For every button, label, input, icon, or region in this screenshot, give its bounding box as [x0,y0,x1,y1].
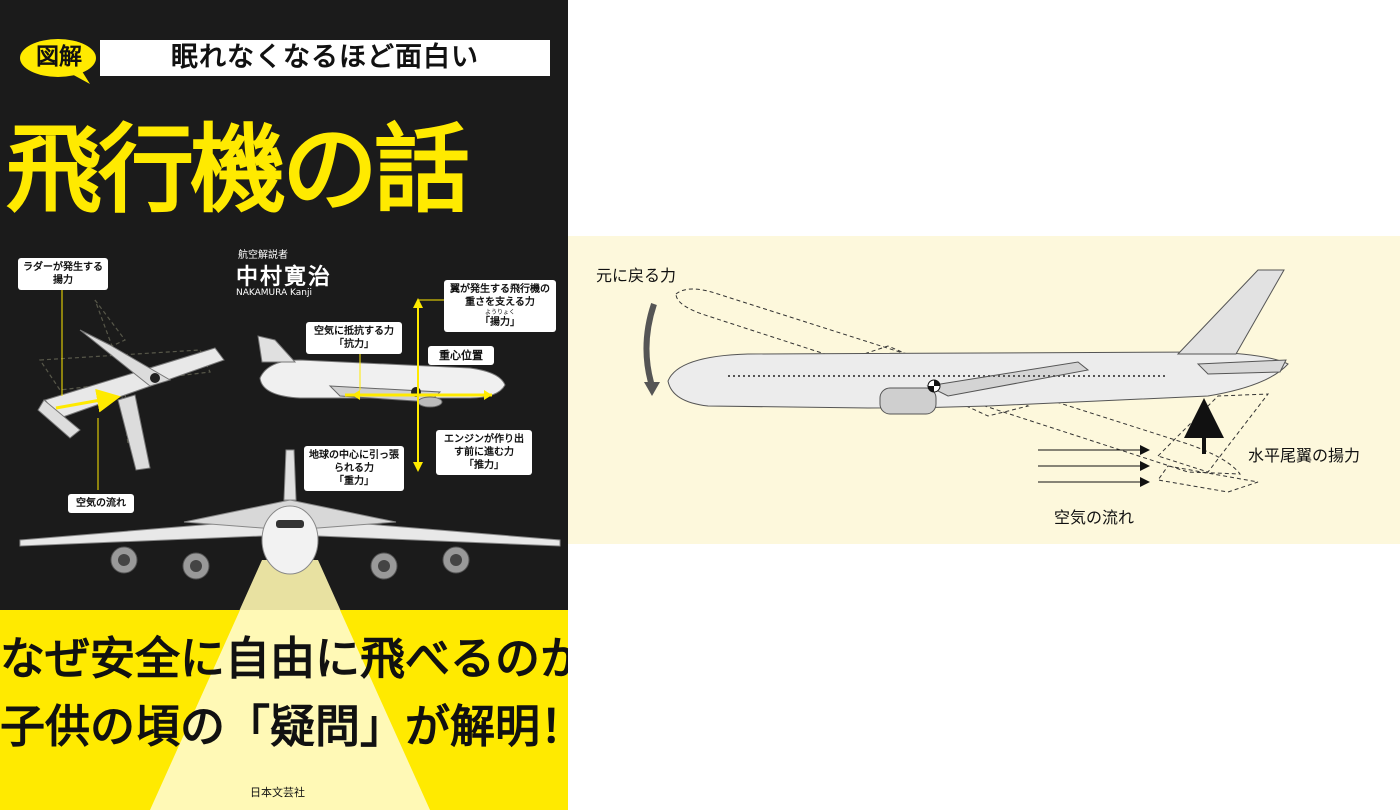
catchcopy-line-2: 子供の頃の「疑問」が解明！ [0,700,568,753]
stability-illustration [643,269,1289,493]
front-airplane-icon [19,449,561,580]
gravity-desc: 地球の中心に引っ張られる力 [309,450,399,474]
banking-airplane-icon [37,329,225,471]
author-role: 航空解説者 [238,250,288,261]
thrust-desc: エンジンが作り出す前に進む力 [444,434,524,458]
lift-ruby: ようりょく [484,309,515,316]
label-lift: 翼が発生する飛行機の重さを支える力 ようりょく 「揚力」 [444,280,556,332]
author-roman: NAKAMURA Kanji [236,288,313,298]
badge-text: 図解 [36,44,82,70]
author-name: 中村寛治 [236,265,333,290]
drag-term: 「抗力」 [334,339,374,350]
label-rudder-lift: ラダーが発生する揚力 [18,258,108,290]
drag-desc: 空気に抵抗する力 [314,326,394,337]
spotlight-beam-band [150,610,430,810]
label-restoring-force: 元に戻る力 [596,266,677,285]
lift-desc: 翼が発生する飛行機の重さを支える力 [450,284,550,308]
publisher: 日本文芸社 [250,786,305,799]
label-tail-lift: 水平尾翼の揚力 [1248,446,1361,465]
book-cover: 図解 眠れなくなるほど面白い 飛行機の話 航空解説者 中村寛治 NAKAMURA… [0,0,568,810]
zukai-badge-icon [20,39,96,84]
book-title: 飛行機の話 [6,114,470,226]
airplane-illustration [19,290,561,580]
label-gravity: 地球の中心に引っ張られる力 「重力」 [304,446,404,491]
label-drag: 空気に抵抗する力 「抗力」 [306,322,402,354]
label-air-flow: 空気の流れ [1054,508,1135,527]
gravity-term: 「重力」 [334,476,374,487]
label-air-flow: 空気の流れ [68,494,134,513]
lift-term: 「揚力」 [480,317,520,328]
subtitle-bar [100,40,550,76]
catchcopy-line-1: なぜ安全に自由に飛べるのか [0,632,568,685]
label-thrust: エンジンが作り出す前に進む力 「推力」 [436,430,532,475]
subtitle: 眠れなくなるほど面白い [171,42,479,73]
airplane-side-view-icon [667,269,1289,415]
tail-stability-diagram: 元に戻る力 水平尾翼の揚力 空気の流れ [568,236,1400,544]
thrust-term: 「推力」 [464,460,504,471]
label-center-of-gravity: 重心位置 [428,346,494,365]
